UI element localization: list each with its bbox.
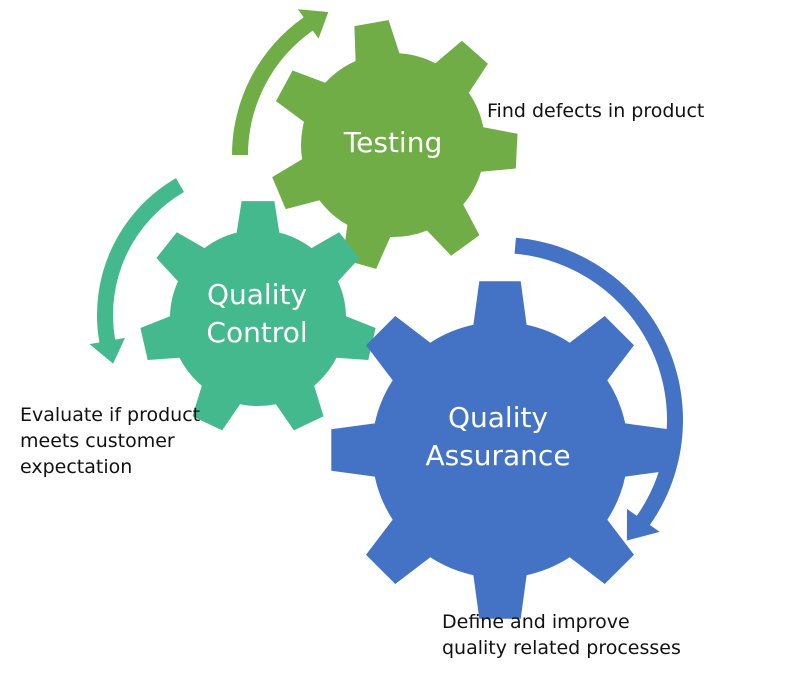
quality-control-label-line2: Control [206, 316, 308, 349]
testing-label: Testing [343, 126, 443, 159]
cycle-arrow-quality-control [89, 178, 184, 364]
testing-gear [272, 20, 518, 269]
quality-control-label-line1: Quality [206, 278, 308, 311]
quality-assurance-gear [331, 281, 669, 619]
note-line: quality related processes [442, 637, 681, 659]
note-line: Evaluate if product [20, 404, 201, 426]
quality-assurance-note: Define and improve quality related proce… [442, 609, 681, 661]
cycle-arrow-testing [232, 9, 329, 156]
quality-assurance-label: Quality Assurance [425, 399, 570, 475]
quality-control-note: Evaluate if product meets customer expec… [20, 402, 200, 480]
note-line: Define and improve [442, 611, 630, 633]
quality-assurance-label-line2: Assurance [425, 439, 571, 472]
testing-note: Find defects in product [487, 100, 705, 122]
note-line: meets customer [20, 430, 175, 452]
cycle-arrow-quality-assurance [514, 237, 683, 541]
quality-assurance-label-line1: Quality [447, 401, 549, 434]
note-line: expectation [20, 456, 133, 478]
quality-control-gear [140, 201, 376, 431]
quality-control-label: Quality Control [206, 276, 307, 352]
